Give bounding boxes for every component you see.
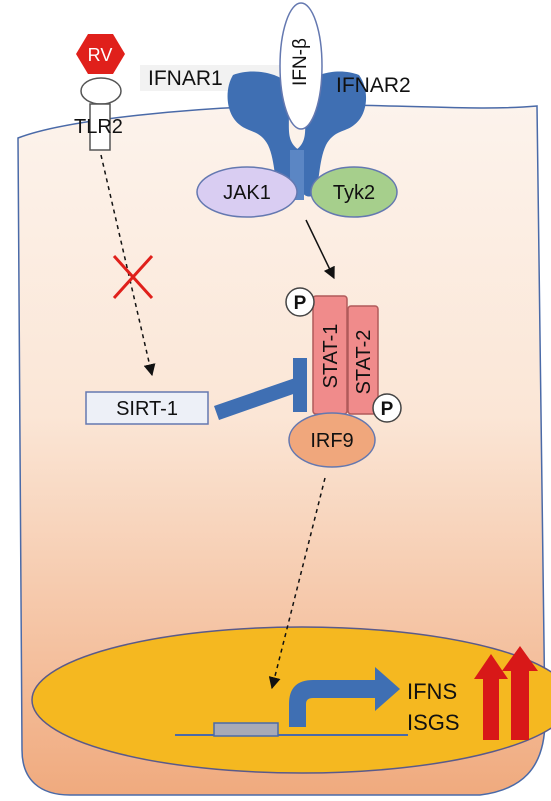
block-cross xyxy=(112,254,154,300)
phospho-stat2 xyxy=(372,393,402,423)
phospho-stat1 xyxy=(285,287,315,317)
up-arrow-1 xyxy=(474,654,508,740)
ifn-beta xyxy=(279,2,323,130)
tlr2-stem xyxy=(89,103,111,151)
ifn-beta-label: IFN-β xyxy=(290,38,311,86)
rv-virus xyxy=(76,34,125,74)
rv-label: RV xyxy=(88,45,113,65)
cell-membrane xyxy=(17,104,546,796)
ifns-label: IFNS xyxy=(407,679,457,704)
up-arrow-2 xyxy=(502,646,538,740)
tlr2-to-sirt1-arrow xyxy=(100,154,156,377)
jak1-label: JAK1 xyxy=(223,182,271,204)
stat2-label: STAT-2 xyxy=(353,330,375,395)
phospho-stat1-label: P xyxy=(294,293,307,314)
phospho-stat2-label: P xyxy=(381,399,394,420)
tyk2 xyxy=(310,166,398,218)
ifnar2-label: IFNAR2 xyxy=(336,74,411,97)
sirt1-inhibition xyxy=(214,358,307,420)
tlr2-head xyxy=(80,77,122,105)
promoter-box xyxy=(213,722,279,737)
irf9 xyxy=(288,412,376,468)
sirt1-box xyxy=(85,391,209,425)
jak1 xyxy=(196,166,298,218)
stat1-label: STAT-1 xyxy=(320,324,342,389)
stat2 xyxy=(347,305,379,415)
ifnar1-label: IFNAR1 xyxy=(148,67,223,90)
irf9-label: IRF9 xyxy=(310,430,353,452)
receptor-to-stat-arrow xyxy=(305,219,335,280)
tyk2-label: Tyk2 xyxy=(333,182,375,204)
tlr2-label: TLR2 xyxy=(74,116,123,138)
sirt1-label: SIRT-1 xyxy=(116,398,178,420)
transcription-arrow xyxy=(289,667,400,727)
isgs-label: ISGS xyxy=(407,710,460,735)
